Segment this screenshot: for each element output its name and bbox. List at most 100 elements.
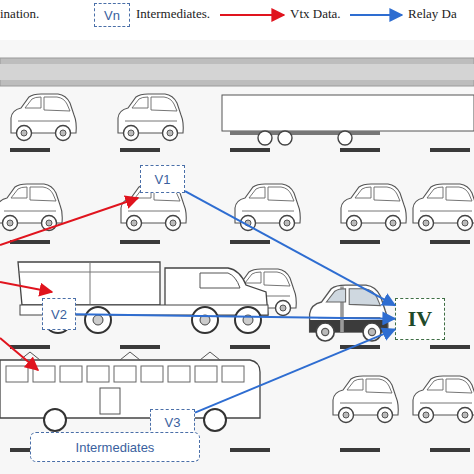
legend-text: Vtx Data.: [290, 6, 341, 22]
car-hub: [382, 412, 388, 418]
car-hub: [423, 412, 429, 418]
car-window: [326, 289, 345, 302]
destination-car: [310, 285, 388, 341]
truck-window: [200, 273, 240, 288]
truck-hub: [200, 315, 210, 325]
legend-sample-vtx: [220, 14, 284, 16]
truck-wheel: [235, 307, 261, 333]
car-window: [245, 272, 261, 283]
car-wheel: [124, 126, 139, 141]
car-wheel: [378, 408, 393, 423]
lane-dash: [120, 148, 160, 152]
car-wheel: [276, 301, 291, 316]
car-window: [249, 187, 265, 198]
car-wheel: [241, 216, 256, 231]
road-barrier-inner: [0, 64, 474, 80]
bus-window: [195, 366, 217, 382]
car-hub: [284, 220, 290, 226]
lane-dash: [340, 148, 380, 152]
road-surface: [0, 40, 474, 474]
vtx-data-arrow: [0, 282, 52, 292]
destination-tag: IV: [395, 298, 445, 340]
car-window: [11, 187, 27, 198]
trailer-truck: [222, 95, 474, 145]
legend-sample-label: Vn: [94, 3, 130, 27]
car-window: [264, 272, 290, 286]
car-wheel: [339, 408, 354, 423]
car-wheel: [316, 323, 334, 341]
node-text: Intermediates: [76, 440, 155, 455]
bus-window: [6, 366, 28, 382]
car-wheel: [458, 216, 473, 231]
car-hub: [7, 220, 13, 226]
bus-roof-rack: [20, 352, 220, 360]
trailer-wheel: [258, 131, 272, 145]
car-window: [132, 97, 148, 108]
node-text: V3: [165, 415, 181, 430]
car-icon: [341, 184, 406, 231]
lane-dash: [340, 345, 380, 349]
lane-dash: [230, 148, 270, 152]
bus-wheel: [204, 409, 226, 431]
car-hub: [280, 305, 286, 311]
lane-dash: [430, 448, 470, 452]
car-sill: [242, 211, 294, 212]
truck-dump-body: [18, 262, 160, 305]
car-hub: [343, 412, 349, 418]
car-window: [427, 379, 443, 390]
car-window: [349, 289, 380, 306]
lane-dash: [230, 240, 270, 244]
car-hub: [462, 220, 468, 226]
lane-dash: [430, 148, 470, 152]
car-window: [151, 97, 177, 111]
car-icon: [0, 184, 62, 231]
car-window: [347, 379, 363, 390]
car-window: [268, 187, 294, 201]
legend-sample-relay: [350, 14, 402, 16]
bus-window: [222, 366, 244, 382]
car-sill: [125, 121, 177, 122]
car-wheel: [280, 216, 295, 231]
car-hub: [131, 220, 137, 226]
lane-dash: [120, 240, 160, 244]
car-hub: [167, 130, 173, 136]
lane-dash: [120, 345, 160, 349]
relay-data-arrow: [185, 191, 395, 305]
car-wheel: [386, 216, 401, 231]
road-barrier: [0, 58, 474, 86]
node-text: V1: [155, 172, 171, 187]
node-text: IV: [408, 306, 432, 332]
car-window: [366, 379, 392, 393]
car-wheel: [127, 216, 142, 231]
car-hub: [423, 220, 429, 226]
car-wheel: [56, 126, 71, 141]
car-hub: [60, 130, 66, 136]
car-wheel: [419, 216, 434, 231]
truck-body-rib: [18, 262, 160, 305]
car-wheel: [17, 126, 32, 141]
dump-truck: [18, 262, 268, 333]
lane-dash: [430, 240, 470, 244]
bus-body: [0, 360, 260, 418]
car-sill: [420, 403, 472, 404]
trailer-box: [222, 95, 474, 131]
legend-text: Intermediates.: [136, 6, 210, 22]
bus: [0, 352, 260, 431]
intermediate-tag: V1: [140, 165, 185, 193]
lane-dash: [340, 448, 380, 452]
car-window: [446, 187, 472, 201]
car-window: [25, 97, 41, 108]
car-window: [446, 379, 472, 393]
bus-window: [168, 366, 190, 382]
car-sill: [128, 211, 180, 212]
car-hub: [21, 130, 27, 136]
car-sill: [4, 211, 56, 212]
vtx-data-arrow: [0, 198, 138, 245]
trailer-wheel: [278, 131, 292, 145]
bus-window: [141, 366, 163, 382]
legend-text: ination.: [0, 6, 39, 22]
bus-window: [87, 366, 109, 382]
